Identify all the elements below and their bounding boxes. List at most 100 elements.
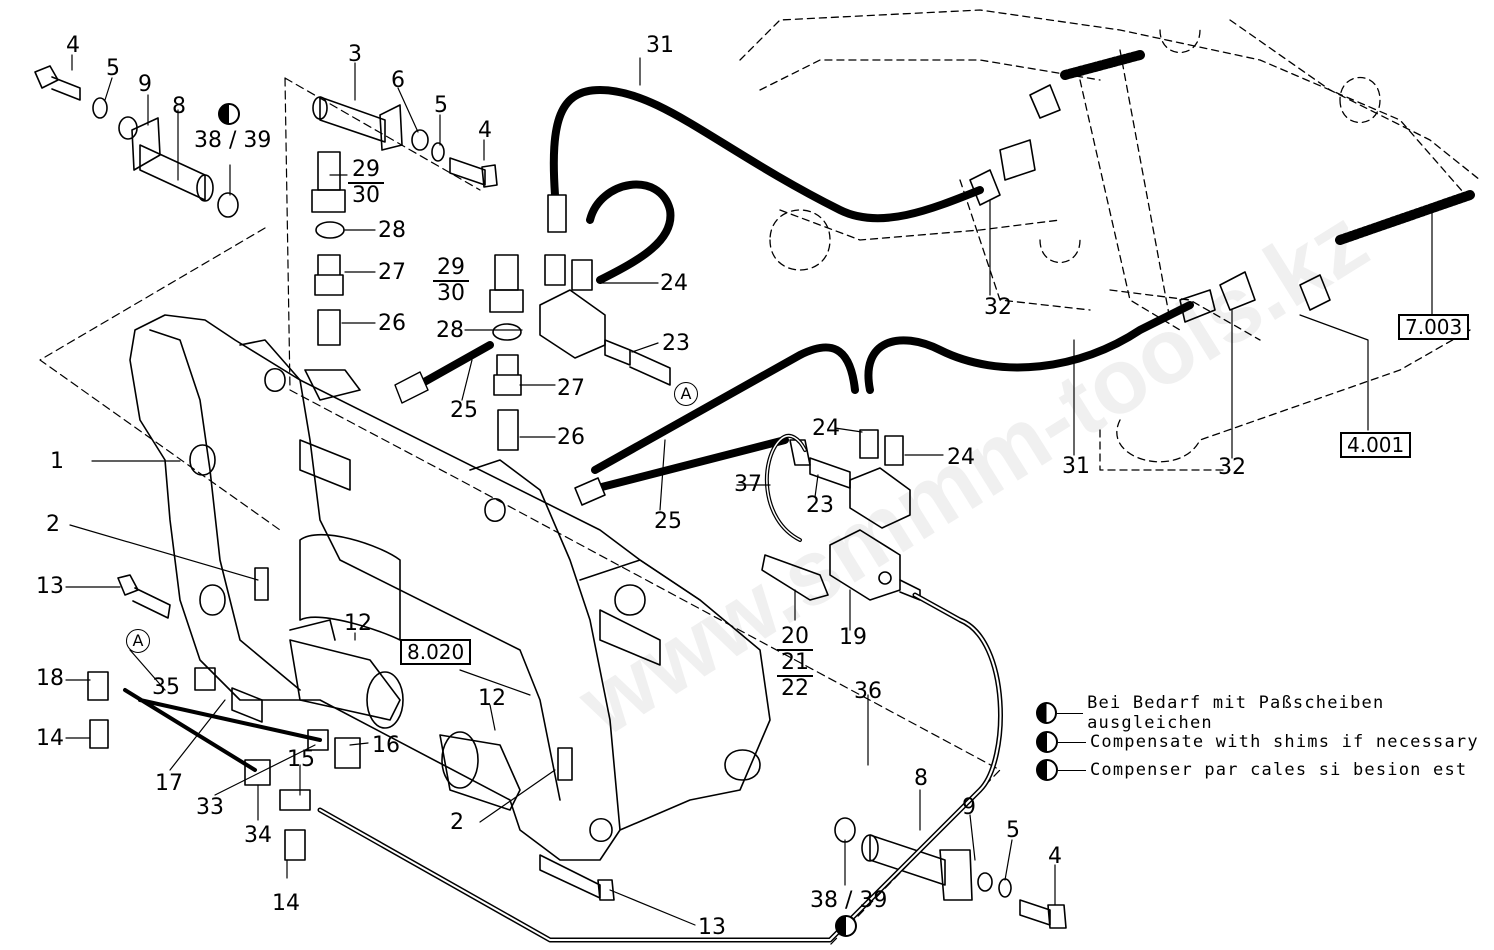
callout-23: 23 bbox=[806, 493, 834, 518]
washer-38-tl bbox=[217, 192, 239, 218]
callout-28: 28 bbox=[378, 218, 406, 243]
washer-9-bottom bbox=[977, 872, 993, 892]
callout-36: 36 bbox=[854, 679, 882, 704]
legend-leader bbox=[1058, 769, 1086, 771]
fraction-top: 20 bbox=[777, 625, 813, 651]
cylinder-12a bbox=[289, 619, 404, 729]
fraction-bottom: 30 bbox=[437, 281, 465, 306]
reference-box-7003[interactable]: 7.003 bbox=[1398, 314, 1470, 340]
callout-13: 13 bbox=[36, 574, 64, 599]
fraction-bottom: 30 bbox=[352, 183, 380, 208]
callout-9: 9 bbox=[138, 72, 152, 97]
pipe-37-inner bbox=[766, 435, 806, 541]
callout-29-30: 29 30 bbox=[433, 256, 469, 306]
hose-31-top bbox=[547, 86, 984, 233]
valve-block-right bbox=[789, 429, 911, 529]
callout-26: 26 bbox=[557, 425, 585, 450]
connection-marker-a: A bbox=[126, 629, 150, 653]
bolt-4-top-center bbox=[449, 157, 498, 188]
callout-29-30: 29 30 bbox=[348, 158, 384, 208]
callout-31: 31 bbox=[646, 33, 674, 58]
callout-8: 8 bbox=[172, 94, 186, 119]
fraction-top: 29 bbox=[348, 158, 384, 184]
pipe-33-34 bbox=[123, 688, 322, 772]
callout-6: 6 bbox=[391, 68, 405, 93]
bolt-13-bottom bbox=[539, 854, 615, 901]
callout-2: 2 bbox=[450, 810, 464, 835]
connection-marker-a: A bbox=[674, 382, 698, 406]
callout-24: 24 bbox=[947, 445, 975, 470]
legend-text-de: Bei Bedarf mit Paßscheiben ausgleichen bbox=[1087, 693, 1385, 733]
washer-6-top bbox=[411, 129, 429, 151]
callout-23: 23 bbox=[662, 331, 690, 356]
fittings-lower-left bbox=[87, 567, 573, 861]
legend-leader bbox=[1056, 712, 1084, 714]
fraction-top: 29 bbox=[433, 256, 469, 282]
washer-5-tl bbox=[92, 97, 108, 119]
callout-17: 17 bbox=[155, 771, 183, 796]
fittings-32-top bbox=[969, 50, 1145, 206]
callout-34: 34 bbox=[244, 823, 272, 848]
half-filled-circle-icon bbox=[218, 103, 240, 125]
legend-leader bbox=[1058, 741, 1086, 743]
callout-38-39: 38 / 39 bbox=[810, 888, 888, 913]
callout-33: 33 bbox=[196, 795, 224, 820]
legend-row-fr: Compenser par cales si besion est bbox=[1036, 757, 1467, 783]
callout-5: 5 bbox=[106, 56, 120, 81]
callout-37: 37 bbox=[734, 472, 762, 497]
washer-5-top bbox=[431, 142, 445, 162]
callout-12: 12 bbox=[478, 686, 506, 711]
bolt-4-top-left bbox=[34, 65, 81, 101]
callout-35: 35 bbox=[152, 675, 180, 700]
callout-25: 25 bbox=[450, 398, 478, 423]
washer-28b bbox=[492, 323, 522, 341]
pin-3 bbox=[312, 96, 403, 151]
callout-13: 13 bbox=[698, 915, 726, 940]
callout-32: 32 bbox=[1218, 455, 1246, 480]
fraction-bottom: 22 bbox=[781, 676, 809, 701]
hose-31-right bbox=[591, 301, 1194, 474]
callout-32: 32 bbox=[984, 295, 1012, 320]
bolt-13-left bbox=[117, 574, 171, 619]
washer-9-tl bbox=[118, 116, 138, 140]
callout-2: 2 bbox=[46, 512, 60, 537]
callout-8: 8 bbox=[914, 766, 928, 791]
callout-4: 4 bbox=[478, 118, 492, 143]
main-frame bbox=[129, 314, 771, 861]
cylinder-12b bbox=[439, 731, 521, 811]
legend-text-fr: Compenser par cales si besion est bbox=[1090, 760, 1468, 780]
hose-25-left bbox=[394, 341, 494, 404]
half-filled-circle-icon bbox=[1036, 702, 1057, 724]
callout-4: 4 bbox=[66, 33, 80, 58]
legend-row-de: Bei Bedarf mit Paßscheiben ausgleichen bbox=[1036, 693, 1494, 733]
callout-1: 1 bbox=[50, 449, 64, 474]
reference-box-4001[interactable]: 4.001 bbox=[1340, 432, 1412, 458]
washer-5-bottom bbox=[998, 878, 1012, 898]
half-filled-circle-icon bbox=[835, 915, 857, 937]
callout-18: 18 bbox=[36, 666, 64, 691]
washer-38-bottom bbox=[834, 817, 856, 843]
pipe-36-inner bbox=[319, 594, 1002, 941]
callout-14: 14 bbox=[272, 891, 300, 916]
half-filled-circle-icon bbox=[1036, 731, 1058, 753]
fitting-stack-left bbox=[304, 151, 361, 401]
callout-27: 27 bbox=[378, 260, 406, 285]
hose-25-right bbox=[574, 436, 789, 506]
half-filled-circle-icon bbox=[1036, 759, 1058, 781]
leader-lines bbox=[65, 54, 1433, 926]
reference-box-8020[interactable]: 8.020 bbox=[400, 639, 472, 665]
callout-3: 3 bbox=[348, 42, 362, 67]
callout-14: 14 bbox=[36, 726, 64, 751]
callout-5: 5 bbox=[1006, 818, 1020, 843]
callout-31: 31 bbox=[1062, 454, 1090, 479]
pin-8-top bbox=[131, 117, 214, 202]
hose-24-top-loop bbox=[586, 180, 675, 284]
legend-row-en: Compensate with shims if necessary bbox=[1036, 729, 1479, 755]
background-loader-outline bbox=[739, 9, 1481, 471]
callout-38-39: 38 / 39 bbox=[194, 128, 272, 153]
fraction-middle: 21 bbox=[777, 651, 813, 677]
callout-24: 24 bbox=[660, 271, 688, 296]
callout-27: 27 bbox=[557, 376, 585, 401]
callout-28: 28 bbox=[436, 318, 464, 343]
fittings-32-right bbox=[1179, 190, 1475, 323]
